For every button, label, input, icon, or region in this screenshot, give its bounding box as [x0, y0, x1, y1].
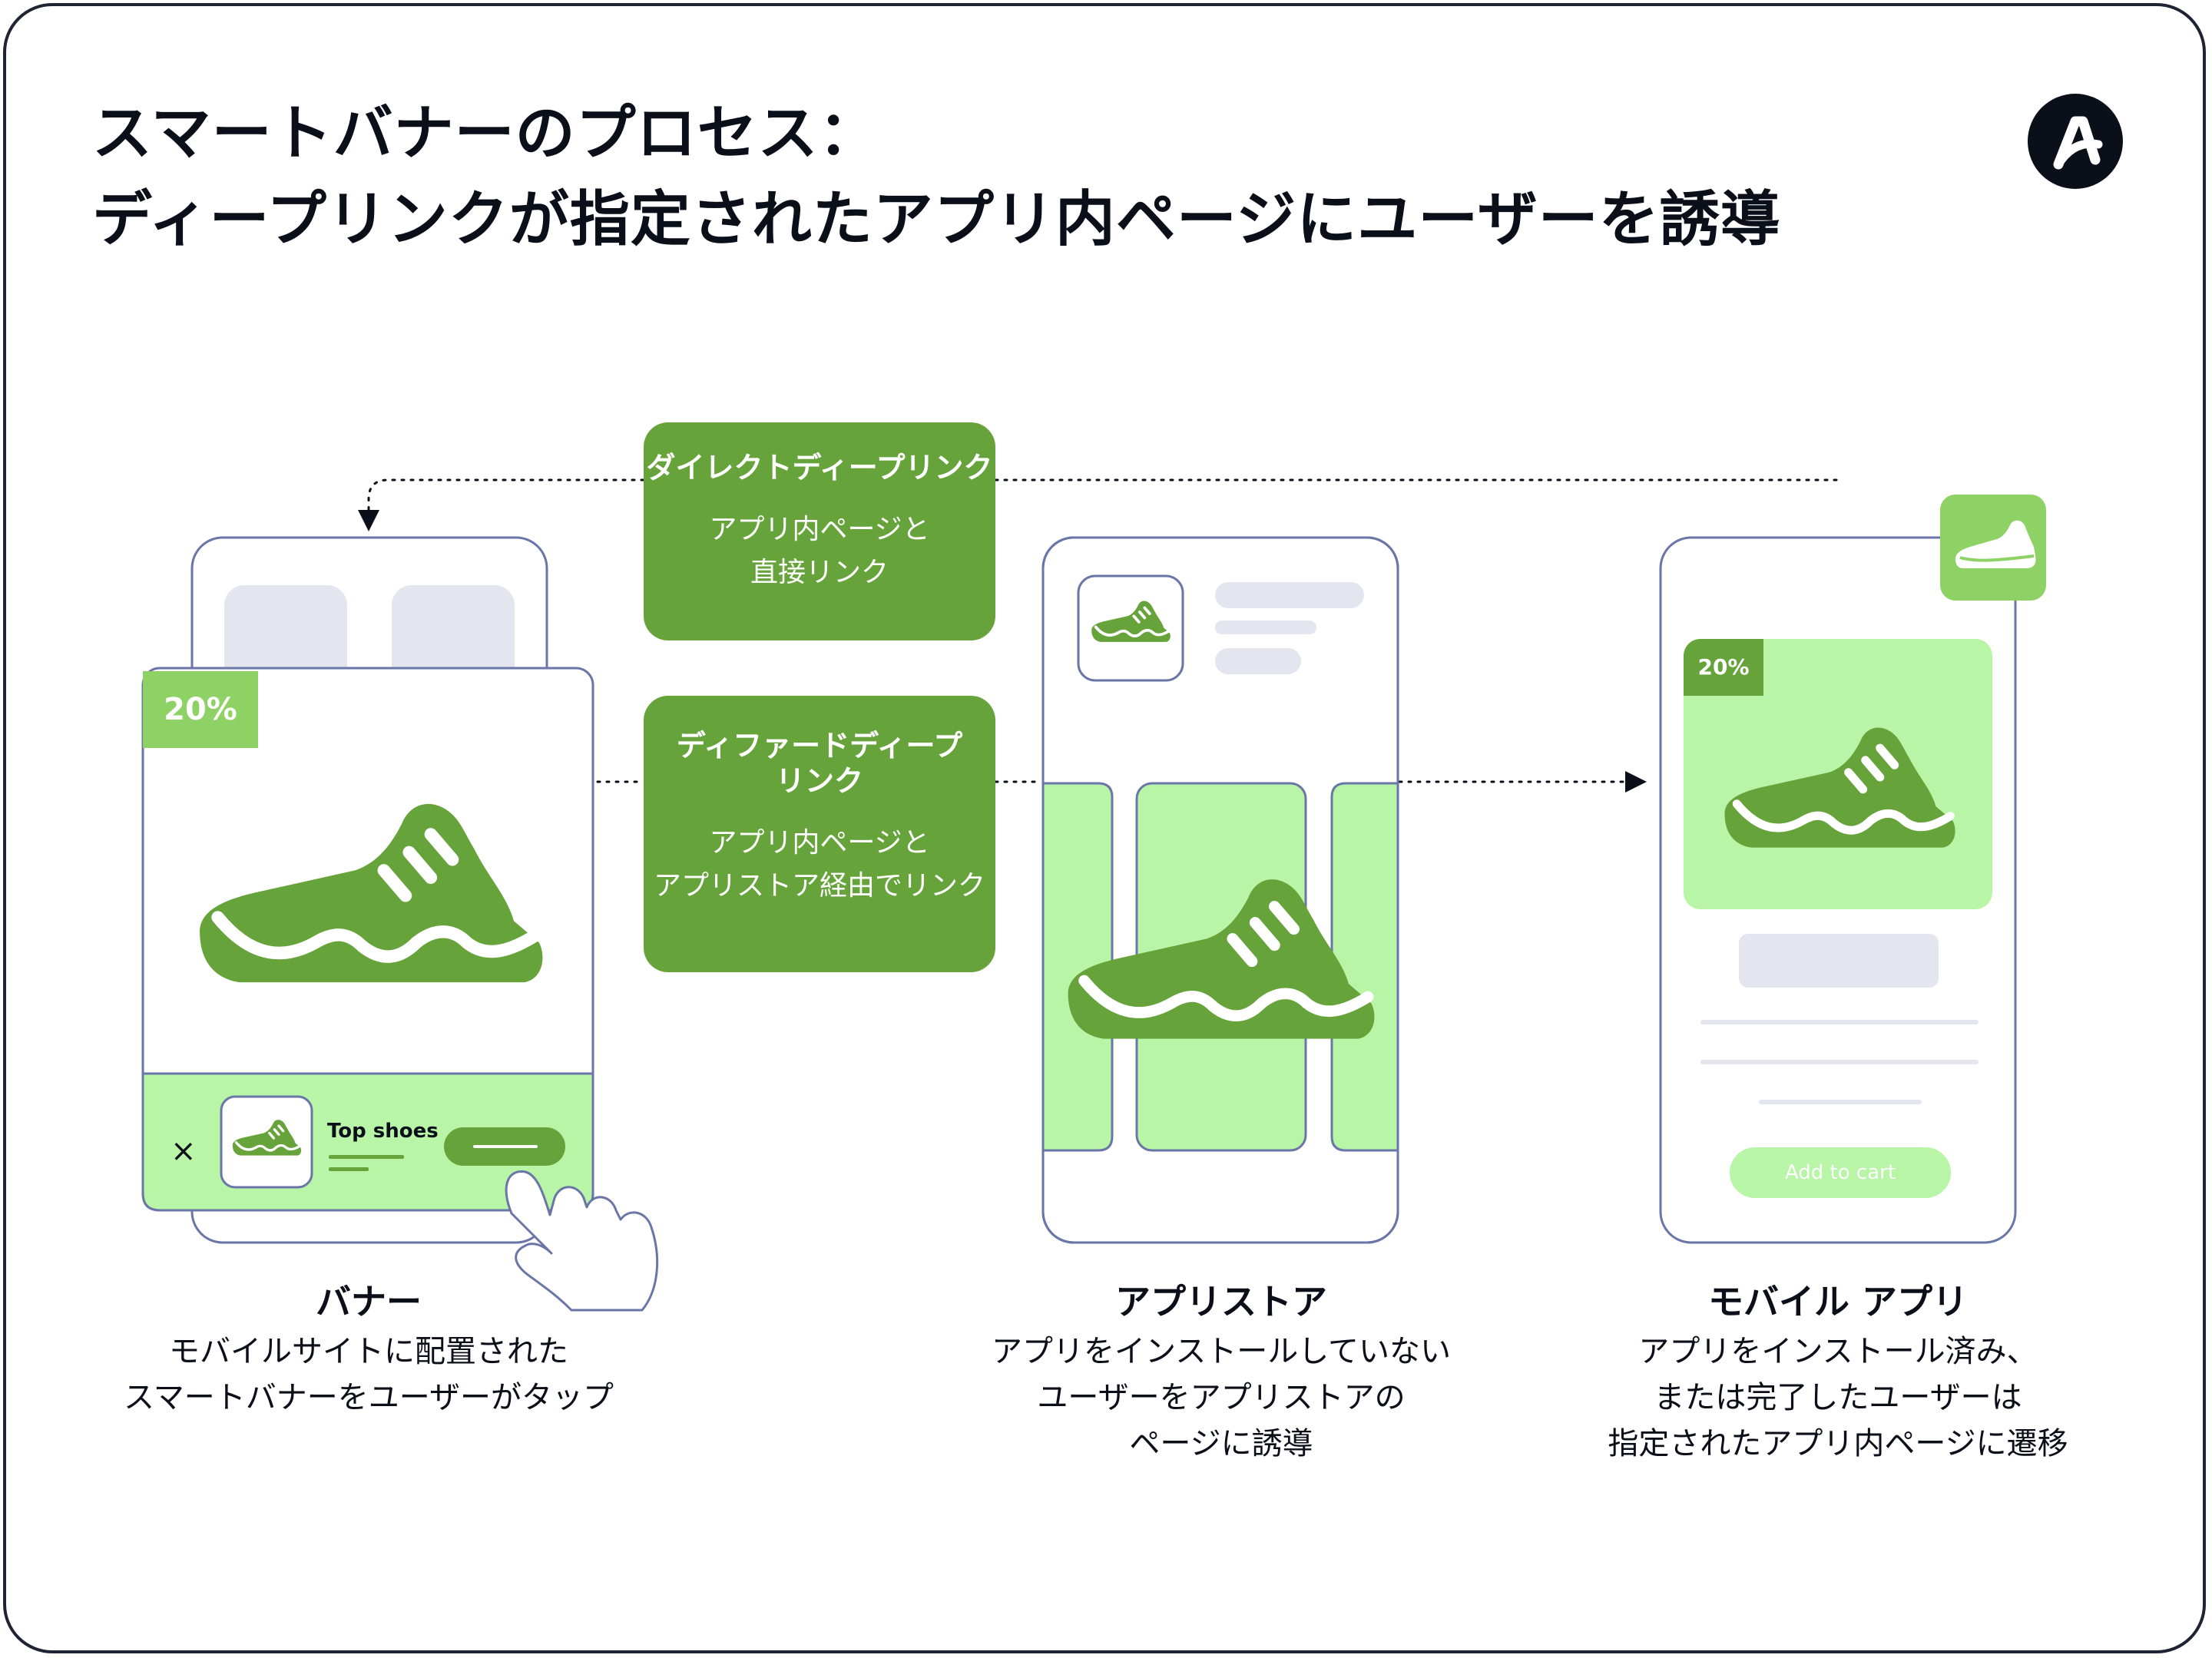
- store-text-placeholder: [1215, 582, 1364, 608]
- step-desc-line: ユーザーをアプリストアの: [1037, 1380, 1406, 1415]
- step-desc-line: モバイルサイトに配置された: [169, 1334, 568, 1369]
- hand-pointer-icon: [505, 1170, 659, 1312]
- step-heading: バナー: [316, 1281, 422, 1322]
- title-line-2: ディープリンクが指定されたアプリ内ページにユーザーを誘導: [92, 185, 1781, 254]
- discount-badge: 20%: [143, 671, 258, 748]
- step-banner-label: バナー モバイルサイトに配置された スマートバナーをユーザーがタップ: [61, 1275, 676, 1421]
- step-desc-line: アプリをインストールしていない: [992, 1334, 1451, 1369]
- add-to-cart-button[interactable]: Add to cart: [1730, 1147, 1951, 1198]
- banner-text-line: [329, 1155, 404, 1159]
- deferred-deeplink-desc-1: アプリ内ページと: [709, 827, 930, 859]
- step-desc-line: 指定されたアプリ内ページに遷移: [1608, 1426, 2068, 1461]
- direct-deeplink-box: ダイレクトディープリンク アプリ内ページと 直接リンク: [644, 422, 995, 640]
- arrow-right-icon: [1625, 771, 1647, 793]
- discount-badge: 20%: [1684, 639, 1763, 696]
- deferred-deeplink-heading-2: リンク: [775, 764, 863, 798]
- app-text-line: [1759, 1100, 1922, 1104]
- app-text-line: [1700, 1060, 1979, 1064]
- step-desc-line: アプリをインストール済み、: [1638, 1334, 2038, 1369]
- shoe-icon: [1955, 520, 2036, 568]
- arrow-down-icon: [358, 510, 379, 531]
- logo-icon: [2028, 94, 2123, 189]
- store-text-placeholder: [1215, 648, 1301, 674]
- step-mobileapp-label: モバイル アプリ アプリをインストール済み、 または完了したユーザーは 指定され…: [1531, 1275, 2145, 1467]
- step-desc-line: スマートバナーをユーザーがタップ: [124, 1380, 614, 1415]
- deferred-deeplink-desc-2: アプリストア経由でリンク: [653, 870, 985, 902]
- deferred-deeplink-box: ディファードディープ リンク アプリ内ページと アプリストア経由でリンク: [644, 696, 995, 972]
- screenshot-tile: [1043, 782, 1114, 1152]
- direct-link-connector-left: [367, 478, 645, 512]
- deferred-deeplink-heading-1: ディファードディープ: [676, 729, 963, 763]
- store-text-placeholder: [1215, 621, 1316, 634]
- step-desc-line: ページに誘導: [1129, 1426, 1313, 1461]
- banner-text-line: [329, 1167, 369, 1171]
- screenshot-tile: [1330, 782, 1398, 1152]
- title-line-1: スマートバナーのプロセス：: [92, 99, 879, 168]
- banner-product-name: Top shoes: [327, 1120, 439, 1143]
- step-heading: モバイル アプリ: [1707, 1281, 1968, 1322]
- close-icon[interactable]: ×: [171, 1133, 197, 1169]
- direct-deeplink-desc-1: アプリ内ページと: [709, 514, 930, 545]
- page-title: スマートバナーのプロセス： ディープリンクが指定されたアプリ内ページにユーザーを…: [92, 91, 1781, 263]
- step-appstore-label: アプリストア アプリをインストールしていない ユーザーをアプリストアの ページに…: [914, 1275, 1528, 1467]
- step-heading: アプリストア: [1115, 1281, 1327, 1322]
- direct-deeplink-heading: ダイレクトディープリンク: [646, 451, 993, 485]
- step-desc-line: または完了したユーザーは: [1654, 1380, 2022, 1415]
- app-text-line: [1700, 1020, 1979, 1024]
- direct-deeplink-desc-2: 直接リンク: [750, 557, 889, 588]
- app-title-placeholder: [1739, 934, 1939, 988]
